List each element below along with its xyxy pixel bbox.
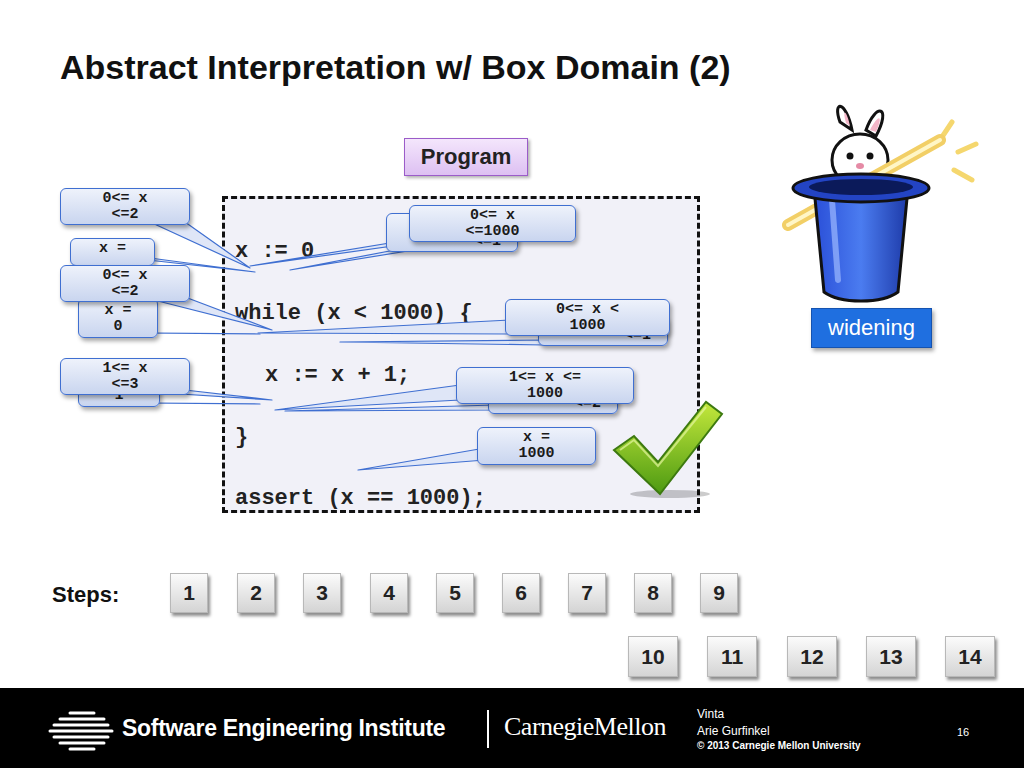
footer-project: Vinta bbox=[697, 707, 724, 721]
step-button: 11 bbox=[707, 636, 757, 677]
code-line: assert (x == 1000); bbox=[235, 486, 486, 511]
callout-text: x = 1000 bbox=[517, 430, 557, 462]
step-number: 10 bbox=[641, 645, 664, 669]
footer-university: CarnegieMellon bbox=[504, 712, 666, 742]
callout-text: 0<= x < 1000 bbox=[553, 302, 623, 334]
step-number: 14 bbox=[958, 645, 981, 669]
footer-institute: Software Engineering Institute bbox=[122, 715, 445, 742]
step-button: 1 bbox=[170, 573, 208, 613]
step-number: 8 bbox=[647, 581, 659, 605]
steps-label: Steps: bbox=[52, 582, 119, 608]
step-button: 4 bbox=[370, 573, 408, 613]
callout-text: 1<= x <=3 bbox=[90, 361, 160, 393]
step-button: 9 bbox=[700, 573, 738, 613]
step-button: 12 bbox=[787, 636, 837, 677]
step-number: 6 bbox=[515, 581, 527, 605]
step-button: 3 bbox=[303, 573, 341, 613]
widening-button: widening bbox=[811, 308, 932, 348]
page-number: 16 bbox=[957, 726, 969, 738]
footer-divider bbox=[487, 710, 489, 748]
step-button: 8 bbox=[634, 573, 672, 613]
code-line: x := x + 1; bbox=[265, 363, 410, 388]
step-number: 13 bbox=[879, 645, 902, 669]
step-button: 2 bbox=[237, 573, 275, 613]
magic-hat-illustration bbox=[780, 100, 980, 310]
state-callout: 1<= x <= 1000 bbox=[456, 367, 634, 404]
state-callout: x = bbox=[70, 238, 155, 266]
step-number: 11 bbox=[721, 645, 743, 669]
step-number: 2 bbox=[250, 581, 262, 605]
step-number: 3 bbox=[316, 581, 328, 605]
state-callout: 1<= x <=3 bbox=[60, 358, 190, 395]
callout-text: x = 0 bbox=[96, 303, 140, 335]
checkmark bbox=[610, 398, 725, 500]
step-button: 14 bbox=[945, 636, 995, 677]
step-number: 4 bbox=[383, 581, 395, 605]
sei-logo bbox=[48, 708, 114, 752]
program-label-box: Program bbox=[404, 138, 528, 176]
callout-text: x = bbox=[83, 241, 143, 257]
state-callout: x = 0 bbox=[78, 298, 158, 338]
step-number: 5 bbox=[449, 581, 461, 605]
callout-text: 1<= x <= 1000 bbox=[508, 370, 583, 402]
step-number: 7 bbox=[581, 581, 593, 605]
callout-text: 0<= x <=2 bbox=[90, 268, 160, 300]
state-callout: 0<= x <=2 bbox=[60, 188, 190, 225]
state-callout: 0<= x <=2 bbox=[60, 265, 190, 302]
step-button: 7 bbox=[568, 573, 606, 613]
step-button: 6 bbox=[502, 573, 540, 613]
step-number: 12 bbox=[800, 645, 823, 669]
footer-copyright: © 2013 Carnegie Mellon University bbox=[697, 740, 861, 751]
callout-text: 0<= x <=1000 bbox=[458, 208, 528, 240]
state-callout: 0<= x <=1000 bbox=[409, 205, 576, 242]
step-number: 1 bbox=[183, 581, 195, 605]
step-button: 13 bbox=[866, 636, 916, 677]
slide-title: Abstract Interpretation w/ Box Domain (2… bbox=[60, 48, 731, 87]
state-callout: 0<= x < 1000 bbox=[505, 299, 670, 336]
step-button: 5 bbox=[436, 573, 474, 613]
footer-author: Arie Gurfinkel bbox=[697, 724, 770, 738]
step-button: 10 bbox=[628, 636, 678, 677]
code-line: } bbox=[235, 425, 248, 450]
state-callout: x = 1000 bbox=[477, 427, 596, 465]
step-number: 9 bbox=[713, 581, 725, 605]
code-line: while (x < 1000) { bbox=[235, 301, 473, 326]
button-label: widening bbox=[828, 315, 915, 341]
callout-text: 0<= x <=2 bbox=[90, 191, 160, 223]
code-line: x := 0 bbox=[235, 239, 314, 264]
program-label: Program bbox=[421, 144, 511, 170]
